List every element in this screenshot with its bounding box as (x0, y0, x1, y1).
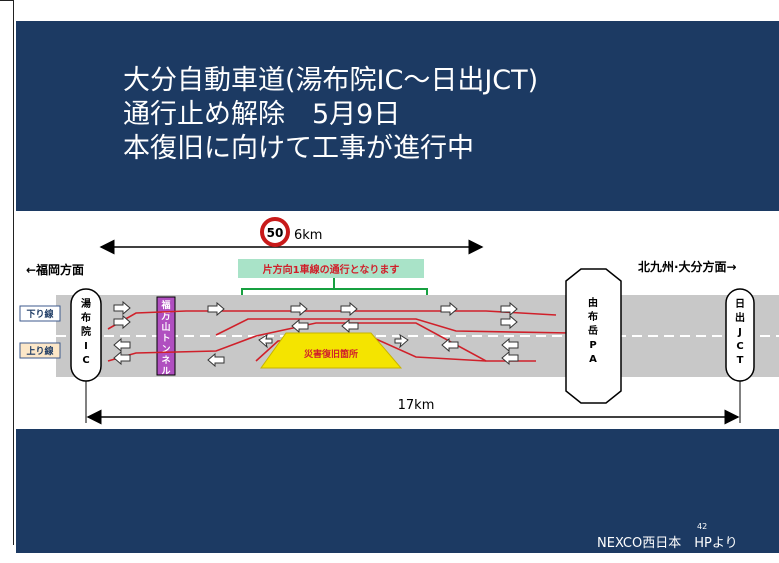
distance-6km-label: 6km (294, 228, 322, 243)
svg-text:ネ: ネ (161, 355, 170, 366)
highway-diagram-svg: 50 6km ←福岡方面 北九州·大分方面→ 片方向1車線の通行となります 下り… (19, 217, 779, 425)
svg-text:岳: 岳 (588, 324, 598, 337)
svg-text:布: 布 (81, 311, 91, 324)
tunnel-label: 福 万 山 ト ン ネ ル (160, 299, 170, 377)
up-lane-badge (19, 342, 61, 359)
svg-text:山: 山 (161, 321, 170, 333)
svg-text:湯: 湯 (81, 297, 91, 310)
single-lane-banner (238, 259, 424, 278)
distance-17km-label: 17km (398, 398, 435, 413)
frame-line (0, 0, 13, 1)
speed-limit-value: 50 (267, 226, 284, 240)
down-lane-label: 下り線 (26, 308, 53, 320)
direction-kitakyushu-label: 北九州·大分方面→ (638, 259, 737, 274)
svg-text:P: P (589, 340, 596, 351)
svg-text:C: C (82, 355, 89, 366)
svg-text:出: 出 (735, 311, 745, 324)
slide-title: 大分自動車道(湯布院IC〜日出JCT) 通行止め解除 5月9日 本復旧に向けて工… (123, 64, 538, 166)
disaster-site-label: 災害復旧箇所 (303, 348, 358, 360)
svg-text:J: J (737, 327, 742, 338)
direction-fukuoka-label: ←福岡方面 (26, 262, 84, 277)
highway-diagram: 50 6km ←福岡方面 北九州·大分方面→ 片方向1車線の通行となります 下り… (16, 211, 779, 429)
frame-line (13, 0, 14, 545)
svg-text:I: I (84, 341, 88, 352)
source-credit: NEXCO西日本 HPより (597, 536, 738, 551)
up-lane-label: 上り線 (26, 345, 53, 357)
page-number: 42 (697, 522, 708, 531)
svg-text:T: T (737, 355, 744, 366)
svg-text:ト: ト (161, 333, 170, 344)
svg-text:万: 万 (160, 311, 170, 322)
svg-text:ル: ル (161, 366, 170, 377)
svg-text:院: 院 (81, 325, 91, 338)
fukumanyama-tunnel (156, 296, 176, 376)
disaster-site-area (260, 332, 403, 369)
speed-limit-sign: 50 (260, 217, 290, 247)
title-line-3: 本復旧に向けて工事が進行中 (123, 133, 474, 164)
yufuin-ic-label: 湯 布 院 I C (81, 297, 91, 366)
svg-text:C: C (736, 341, 743, 352)
footer-band (16, 429, 779, 553)
title-line-1: 大分自動車道(湯布院IC〜日出JCT) (123, 65, 539, 96)
down-lane-badge (19, 305, 61, 322)
yufudake-pa-label: 由 布 岳 P A (588, 296, 598, 365)
title-line-2: 通行止め解除 5月9日 (123, 99, 401, 130)
svg-text:日: 日 (735, 298, 745, 310)
svg-text:由: 由 (588, 296, 598, 309)
svg-text:布: 布 (588, 310, 598, 323)
yufudake-pa-marker (565, 268, 622, 404)
traffic-arrows (113, 300, 519, 368)
svg-text:A: A (589, 354, 597, 365)
single-lane-banner-text: 片方向1車線の通行となります (263, 263, 400, 276)
svg-text:福: 福 (160, 299, 170, 311)
title-band (16, 21, 779, 211)
hiji-jct-label: 日 出 J C T (735, 298, 745, 366)
svg-text:ン: ン (161, 344, 170, 355)
